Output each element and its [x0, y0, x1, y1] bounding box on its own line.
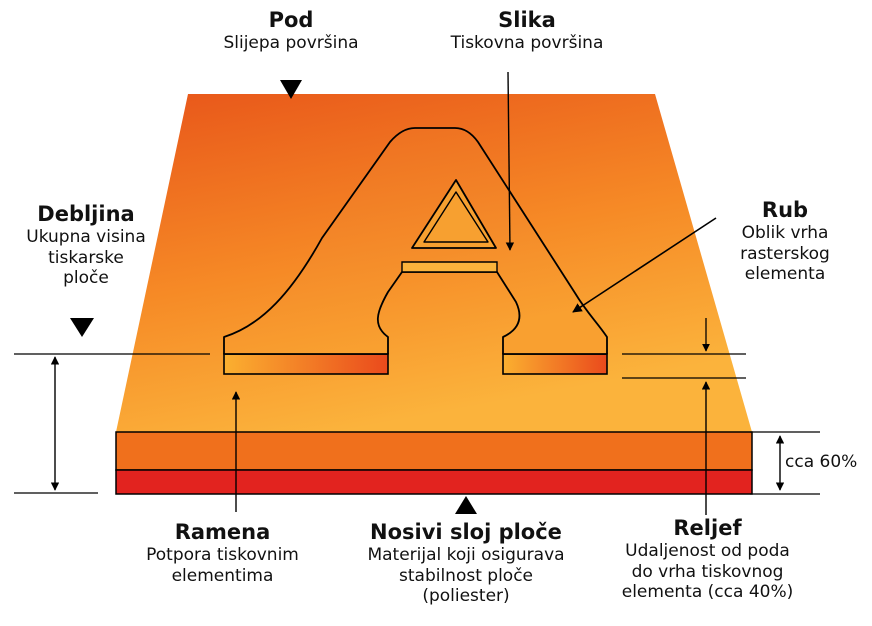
rub-arrow — [572, 217, 717, 313]
pod-desc: Slijepa površina — [223, 33, 359, 54]
debljina-desc-3: ploče — [63, 267, 109, 288]
ramena-desc-2: elementima — [171, 565, 274, 586]
nosivi-marker — [455, 496, 477, 514]
slika-desc: Tiskovna površina — [450, 33, 604, 54]
rub-desc-2: rasterskog — [740, 243, 830, 264]
debljina-marker — [70, 318, 94, 337]
ramena-desc-1: Potpora tiskovnim — [146, 545, 299, 566]
slika-label: Slika Tiskovna površina — [422, 8, 632, 54]
debljina-title: Debljina — [37, 202, 135, 226]
ramena-label: Ramena Potpora tiskovnim elementima — [120, 520, 325, 586]
pod-label: Pod Slijepa površina — [191, 8, 391, 54]
ramena-title: Ramena — [174, 520, 271, 544]
nosivi-label: Nosivi sloj ploče Materijal koji osigura… — [350, 520, 582, 606]
reljef-desc-2: do vrha tiskovnog — [631, 561, 784, 582]
plate-support-layer — [115, 469, 753, 495]
nosivi-title: Nosivi sloj ploče — [370, 520, 562, 544]
nosivi-desc-3: (poliester) — [422, 585, 510, 606]
nosivi-desc-2: stabilnost ploče — [399, 565, 533, 586]
rub-desc-1: Oblik vrha — [741, 223, 829, 244]
rub-label: Rub Oblik vrha rasterskog elementa — [705, 198, 865, 284]
plate-base-layer — [115, 431, 753, 471]
debljina-desc-1: Ukupna visina — [26, 227, 146, 248]
slika-title: Slika — [498, 8, 556, 32]
rub-desc-3: elementa — [744, 263, 826, 284]
slika-arrow — [505, 71, 515, 251]
cca60-label: cca 60% — [785, 452, 858, 472]
reljef-title: Reljef — [673, 516, 742, 540]
reljef-desc-1: Udaljenost od poda — [625, 541, 790, 562]
pod-title: Pod — [268, 8, 314, 32]
rub-title: Rub — [761, 198, 809, 222]
reljef-desc-3: elementa (cca 40%) — [621, 581, 794, 602]
letter-a-relief — [223, 127, 608, 375]
pod-marker — [280, 80, 302, 99]
debljina-desc-2: tiskarske — [48, 247, 124, 268]
debljina-label: Debljina Ukupna visina tiskarske ploče — [0, 202, 172, 288]
nosivi-desc-1: Materijal koji osigurava — [367, 545, 565, 566]
reljef-label: Reljef Udaljenost od poda do vrha tiskov… — [600, 516, 815, 602]
